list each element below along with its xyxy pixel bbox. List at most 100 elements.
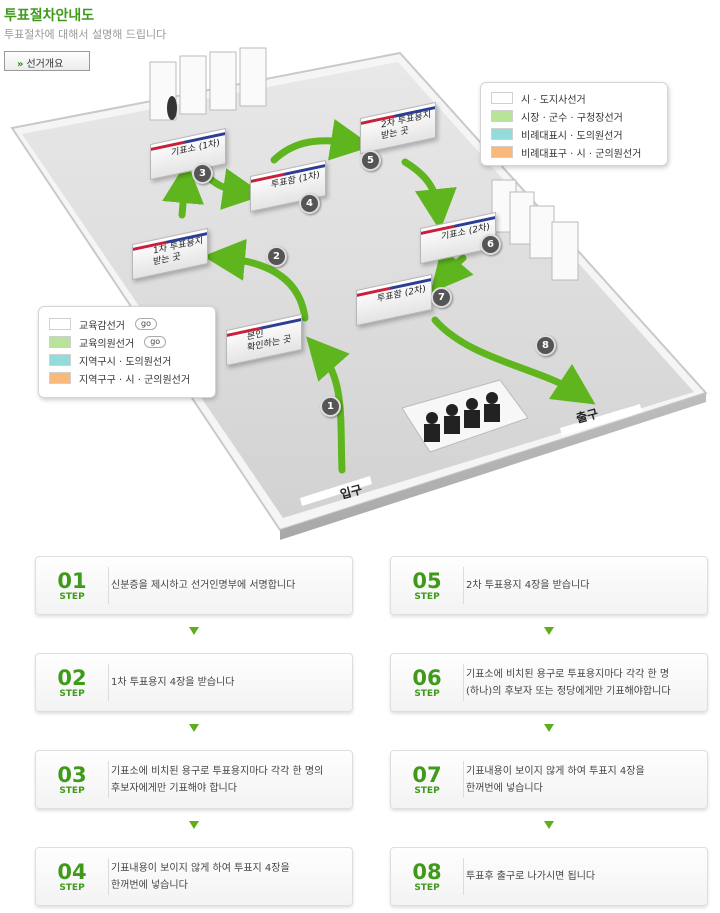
step-number: 02 bbox=[57, 666, 87, 690]
official-body-1 bbox=[424, 424, 440, 442]
official-body-3 bbox=[464, 410, 480, 428]
step-text: 기표내용이 보이지 않게 하여 투표지 4장을 한꺼번에 넣습니다 bbox=[466, 765, 645, 794]
step-divider bbox=[463, 664, 464, 701]
step-divider bbox=[463, 567, 464, 604]
voter-figure bbox=[167, 96, 177, 120]
legend-item: 교육감선거 go bbox=[49, 317, 157, 332]
sign-box-1-label: 투표함 (1차) bbox=[271, 170, 320, 191]
legend-label: 교육감선거 bbox=[79, 320, 125, 332]
booths-row-2 bbox=[491, 179, 579, 281]
step-label: STEP bbox=[59, 786, 85, 796]
step-marker-6: 6 bbox=[480, 234, 501, 255]
step-divider bbox=[108, 858, 109, 895]
sign-identity-label: 본인 확인하는 곳 bbox=[247, 329, 292, 354]
step-text: 2차 투표용지 4장을 받습니다 bbox=[466, 580, 590, 591]
step-divider bbox=[463, 761, 464, 798]
official-4 bbox=[486, 392, 498, 404]
legend-item: 시장 · 군수 · 구청장선거 bbox=[491, 109, 623, 124]
official-1 bbox=[426, 412, 438, 424]
election-overview-label: 선거개요 bbox=[26, 59, 64, 70]
step-divider bbox=[108, 761, 109, 798]
step-text: 1차 투표용지 4장을 받습니다 bbox=[111, 677, 235, 688]
legend-label: 지역구구 · 시 · 군의원선거 bbox=[79, 374, 191, 386]
down-arrow-icon bbox=[544, 821, 554, 829]
step-number: 04 bbox=[57, 860, 87, 884]
step-number: 03 bbox=[57, 763, 87, 787]
step-marker-7: 7 bbox=[431, 287, 452, 308]
legend-swatch bbox=[49, 372, 71, 384]
step-number: 01 bbox=[57, 569, 87, 593]
official-body-2 bbox=[444, 416, 460, 434]
step-number: 05 bbox=[412, 569, 442, 593]
path-step-6 bbox=[430, 247, 474, 293]
step-text: 기표소에 비치된 용구로 투표용지마다 각각 한 명의 후보자에게만 기표해야 … bbox=[111, 765, 324, 794]
booth-4 bbox=[239, 47, 267, 107]
step-label: STEP bbox=[414, 689, 440, 699]
step-divider bbox=[108, 567, 109, 604]
legend-label: 교육의원선거 bbox=[79, 338, 135, 350]
path-step-4 bbox=[270, 119, 373, 164]
step-marker-8: 8 bbox=[535, 335, 556, 356]
floor-plan bbox=[10, 47, 708, 540]
step-marker-5: 5 bbox=[360, 150, 381, 171]
legend-label: 비례대표구 · 시 · 군의원선거 bbox=[521, 148, 642, 160]
path-arrows bbox=[162, 119, 596, 474]
double-chevron-icon: » bbox=[17, 59, 24, 70]
official-body-4 bbox=[484, 404, 500, 422]
legend-item: 지역구구 · 시 · 군의원선거 bbox=[49, 371, 191, 386]
path-step-8 bbox=[431, 316, 596, 405]
sign-booth-1-label: 기표소 (1차) bbox=[171, 138, 220, 159]
legend-second-ballot: 시 · 도지사선거 시장 · 군수 · 구청장선거 비례대표시 · 도의원선거 … bbox=[480, 82, 668, 166]
legend-swatch bbox=[491, 128, 513, 140]
step-marker-2: 2 bbox=[266, 246, 287, 267]
page-title: 투표절차안내도 bbox=[4, 8, 95, 24]
down-arrow-icon bbox=[189, 627, 199, 635]
legend-swatch bbox=[49, 318, 71, 330]
step-number: 06 bbox=[412, 666, 442, 690]
step-number: 07 bbox=[412, 763, 442, 787]
go-button[interactable]: go bbox=[135, 318, 157, 330]
step-text: 기표내용이 보이지 않게 하여 투표지 4장을 한꺼번에 넣습니다 bbox=[111, 862, 290, 891]
legend-item: 비례대표시 · 도의원선거 bbox=[491, 127, 623, 142]
step-text: 투표후 출구로 나가시면 됩니다 bbox=[466, 871, 596, 882]
down-arrow-icon bbox=[544, 627, 554, 635]
legend-swatch bbox=[49, 336, 71, 348]
step-text: 신분증을 제시하고 선거인명부에 서명합니다 bbox=[111, 580, 296, 591]
legend-label: 시 · 도지사선거 bbox=[521, 94, 586, 106]
sign-receive-1-label: 1차 투표용지 받는 곳 bbox=[153, 235, 203, 268]
path-step-2 bbox=[203, 238, 309, 322]
path-step-3a bbox=[162, 161, 205, 219]
legend-item: 비례대표구 · 시 · 군의원선거 bbox=[491, 145, 642, 160]
down-arrow-icon bbox=[544, 724, 554, 732]
booth-7 bbox=[529, 205, 555, 259]
exit-gap bbox=[560, 404, 642, 436]
step-marker-1: 1 bbox=[320, 396, 341, 417]
step-label: STEP bbox=[59, 592, 85, 602]
booth-8 bbox=[551, 221, 579, 281]
official-2 bbox=[446, 404, 458, 416]
page-subtitle: 투표절차에 대해서 설명해 드립니다 bbox=[4, 28, 167, 41]
legend-swatch bbox=[491, 146, 513, 158]
sign-receive-2-label: 2차 투표용지 받는 곳 bbox=[381, 109, 431, 142]
step-text: 기표소에 비치된 용구로 투표용지마다 각각 한 명 (하나)의 후보자 또는 … bbox=[466, 668, 671, 697]
booth-3 bbox=[209, 51, 237, 111]
step-label: STEP bbox=[414, 883, 440, 893]
go-button[interactable]: go bbox=[144, 336, 167, 348]
step-number: 08 bbox=[412, 860, 442, 884]
legend-label: 시장 · 군수 · 구청장선거 bbox=[521, 112, 623, 124]
step-label: STEP bbox=[414, 592, 440, 602]
legend-swatch bbox=[49, 354, 71, 366]
down-arrow-icon bbox=[189, 724, 199, 732]
down-arrow-icon bbox=[189, 821, 199, 829]
election-overview-button[interactable]: »선거개요 bbox=[4, 51, 90, 71]
step-divider bbox=[463, 858, 464, 895]
step-marker-3: 3 bbox=[192, 163, 213, 184]
